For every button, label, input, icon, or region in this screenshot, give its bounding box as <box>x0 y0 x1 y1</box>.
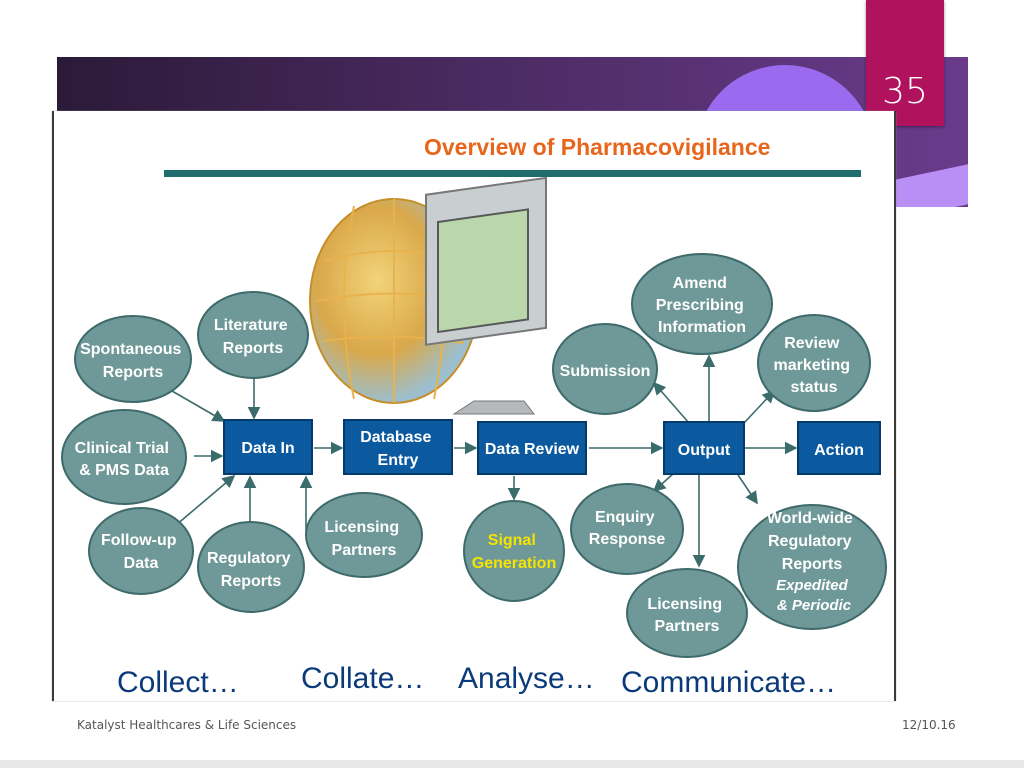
node-label: marketing <box>774 357 850 374</box>
svg-text:Signal Generation: Signal Generation <box>472 532 556 572</box>
node-label: Licensing <box>324 519 399 536</box>
node-label: Regulatory <box>768 533 852 550</box>
slide-number-tab: 35 <box>866 0 944 126</box>
box-action <box>797 421 881 475</box>
node-label: Partners <box>332 542 397 559</box>
svg-text:Enquiry Response: Enquiry Response <box>589 509 666 548</box>
box-data-in <box>223 419 313 475</box>
svg-text:Database Entry: Database Entry <box>360 429 436 469</box>
box-label: Data Review <box>485 441 580 458</box>
footer-date: 12/10.16 <box>902 718 956 732</box>
node-label: Generation <box>472 555 556 572</box>
stage-collate: Collate… <box>301 662 424 695</box>
node-review-marketing <box>757 314 871 412</box>
node-label: & PMS Data <box>79 462 169 479</box>
svg-text:Expedited & Periodic: Expedited & Periodic <box>776 577 852 614</box>
node-label: Response <box>589 531 666 548</box>
node-signal-generation <box>463 500 565 602</box>
node-label: Follow-up <box>101 532 177 549</box>
diagram-connectors <box>168 354 798 568</box>
stage-labels: Collect… Collate… Analyse… Communicate… <box>117 662 836 699</box>
node-label: Review <box>784 335 840 352</box>
box-label: Database <box>360 429 431 446</box>
input-sources: Spontaneous Reports Literature Reports C… <box>61 291 423 613</box>
node-licensing-partners-out <box>626 568 748 658</box>
node-label: Prescribing <box>656 297 744 314</box>
box-label: Output <box>678 442 731 459</box>
stage-analyse: Analyse… <box>458 662 595 695</box>
node-label: Reports <box>221 573 282 590</box>
node-label: Amend <box>673 275 727 292</box>
node-label: Reports <box>223 340 284 357</box>
node-clinical-trial-pms <box>61 409 187 505</box>
svg-text:Spontaneous Reports: Spontaneous Reports <box>80 341 186 381</box>
svg-text:Regulatory Reports: Regulatory Reports <box>207 550 295 590</box>
diagram-title: Overview of Pharmacovigilance <box>424 134 770 160</box>
box-output <box>663 421 745 475</box>
pharmacovigilance-diagram: Overview of Pharmacovigilance Spontaneou… <box>61 134 887 699</box>
node-submission <box>552 323 658 415</box>
svg-text:Licensing Partners: Licensing Partners <box>324 519 403 559</box>
node-licensing-partners-in <box>305 492 423 578</box>
node-label: Reports <box>782 556 843 573</box>
svg-text:Amend Prescribing: Amend Prescribing Information <box>656 275 748 336</box>
node-label: Regulatory <box>207 550 291 567</box>
node-label: Partners <box>655 618 720 635</box>
node-label: Submission <box>560 363 651 380</box>
node-label: Reports <box>103 364 164 381</box>
box-data-review <box>477 421 587 475</box>
svg-text:Literature Reports: Literature Reports <box>214 317 292 357</box>
node-label: World-wide <box>767 510 853 527</box>
stage-communicate: Communicate… <box>621 666 836 699</box>
title-rule <box>164 170 861 177</box>
node-spontaneous-reports <box>74 315 192 403</box>
node-sublabel: Expedited <box>776 577 849 594</box>
globe-monitor-illustration <box>309 176 547 415</box>
node-label: Signal <box>488 532 536 549</box>
process-boxes: Data In Database Entry Data Review Outpu… <box>223 419 881 475</box>
slide-number: 35 <box>882 71 928 112</box>
footer-organization: Katalyst Healthcares & Life Sciences <box>77 718 297 732</box>
node-sublabel: & Periodic <box>777 597 852 614</box>
node-label: Data <box>124 555 159 572</box>
diagram-slide: Overview of Pharmacovigilance Spontaneou… <box>52 111 896 701</box>
svg-text:Follow-up Data: Follow-up Data <box>101 532 181 572</box>
box-label: Data In <box>241 440 294 457</box>
node-label: Enquiry <box>595 509 655 526</box>
node-amend-prescribing <box>631 253 773 355</box>
node-regulatory-reports <box>197 521 305 613</box>
node-label: Literature <box>214 317 288 334</box>
node-literature-reports <box>197 291 309 379</box>
svg-text:Clinical Trial & PMS Dat: Clinical Trial & PMS Data <box>75 440 174 479</box>
stage-collect: Collect… <box>117 666 239 699</box>
svg-text:Review marketing s: Review marketing status <box>774 335 855 396</box>
node-label: Information <box>658 319 746 336</box>
node-enquiry-response <box>570 483 684 575</box>
svg-text:World-wide Regulatory: World-wide Regulatory Reports <box>767 510 857 573</box>
node-label: Licensing <box>647 596 722 613</box>
box-label: Entry <box>378 452 419 469</box>
node-world-wide-reports <box>737 504 887 630</box>
node-follow-up-data <box>88 507 194 595</box>
bottom-strip <box>0 760 1024 768</box>
node-label: Clinical Trial <box>75 440 169 457</box>
node-label: status <box>790 379 837 396</box>
svg-text:Licensing Partners: Licensing Partners <box>647 596 726 635</box>
node-label: Spontaneous <box>80 341 181 358</box>
box-label: Action <box>814 442 864 459</box>
box-database-entry <box>343 419 453 475</box>
output-destinations: Submission Amend Prescribing Information… <box>552 253 887 658</box>
